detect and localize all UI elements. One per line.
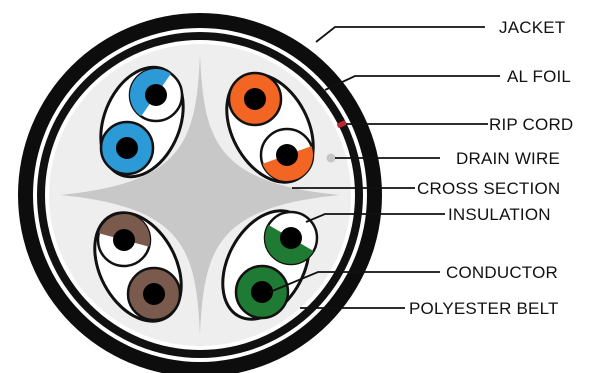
label-drain-wire: DRAIN WIRE xyxy=(456,149,560,168)
wire-green xyxy=(236,266,288,318)
leader-al-foil xyxy=(325,76,500,90)
wire-orange xyxy=(229,73,281,125)
wire-blue xyxy=(101,122,153,174)
wire-brown xyxy=(128,268,180,320)
leader-jacket xyxy=(316,27,485,42)
label-polyester-belt: POLYESTER BELT xyxy=(409,299,559,318)
label-cross-section: CROSS SECTION xyxy=(417,179,560,198)
label-conductor: CONDUCTOR xyxy=(446,263,558,282)
label-insulation: INSULATION xyxy=(448,205,551,224)
label-al-foil: AL FOIL xyxy=(507,67,571,86)
label-rip-cord: RIP CORD xyxy=(489,115,573,134)
label-jacket: JACKET xyxy=(499,18,565,37)
drain-wire xyxy=(327,154,336,163)
